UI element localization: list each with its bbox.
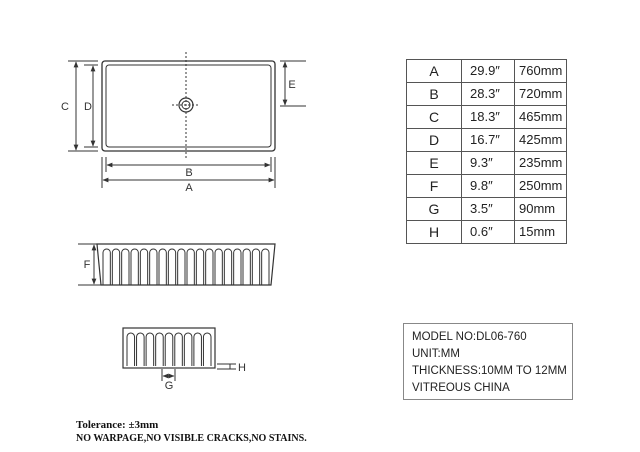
dimension-letter: E <box>406 151 462 175</box>
label-d: D <box>84 101 92 113</box>
label-g: G <box>165 380 174 392</box>
detail-flutes <box>126 332 212 366</box>
dimension-inches: 9.3″ <box>461 151 515 175</box>
dimension-letter: H <box>406 220 462 244</box>
drain-icon <box>178 97 194 113</box>
label-h: H <box>238 362 246 374</box>
dimension-letter: G <box>406 197 462 221</box>
dimension-inches: 16.7″ <box>461 128 515 152</box>
dimension-mm: 720mm <box>514 82 567 106</box>
label-b: B <box>185 167 192 179</box>
unit: UNIT:MM <box>412 348 460 360</box>
dimension-inches: 18.3″ <box>461 105 515 129</box>
material: VITREOUS CHINA <box>412 382 510 394</box>
tolerance-note: Tolerance: ±3mm <box>76 419 159 431</box>
dimension-mm: 15mm <box>514 220 567 244</box>
model-number: MODEL NO:DL06-760 <box>412 331 527 343</box>
top-view <box>68 52 306 188</box>
front-flutes <box>102 248 270 285</box>
dimension-inches: 9.8″ <box>461 174 515 198</box>
dimension-mm: 250mm <box>514 174 567 198</box>
dimension-letter: B <box>406 82 462 106</box>
front-view-outline <box>96 243 276 286</box>
sink-outer-outline <box>101 60 276 152</box>
front-view <box>78 243 276 286</box>
notes: Tolerance: ±3mm NO WARPAGE,NO VISIBLE CR… <box>76 419 307 445</box>
label-f: F <box>84 259 91 271</box>
label-a: A <box>185 182 193 194</box>
dimension-mm: 760mm <box>514 59 567 83</box>
dimension-inches: 3.5″ <box>461 197 515 221</box>
dimension-letter: A <box>406 59 462 83</box>
label-c: C <box>61 101 69 113</box>
dimension-inches: 28.3″ <box>461 82 515 106</box>
label-e: E <box>288 79 295 91</box>
detail-view <box>122 327 236 381</box>
detail-view-outline <box>122 327 216 369</box>
dimension-inches: 29.9″ <box>461 59 515 83</box>
product-info-box: MODEL NO:DL06-760 UNIT:MM THICKNESS:10MM… <box>403 323 573 400</box>
dimension-mm: 465mm <box>514 105 567 129</box>
dimension-mm: 90mm <box>514 197 567 221</box>
thickness: THICKNESS:10MM TO 12MM <box>412 365 567 377</box>
dimension-letter: C <box>406 105 462 129</box>
dimension-inches: 0.6″ <box>461 220 515 244</box>
dimension-mm: 425mm <box>514 128 567 152</box>
dimension-letter: D <box>406 128 462 152</box>
quality-note: NO WARPAGE,NO VISIBLE CRACKS,NO STAINS. <box>76 433 307 444</box>
sink-inner-outline <box>105 64 272 148</box>
dimension-letter: F <box>406 174 462 198</box>
dimension-mm: 235mm <box>514 151 567 175</box>
